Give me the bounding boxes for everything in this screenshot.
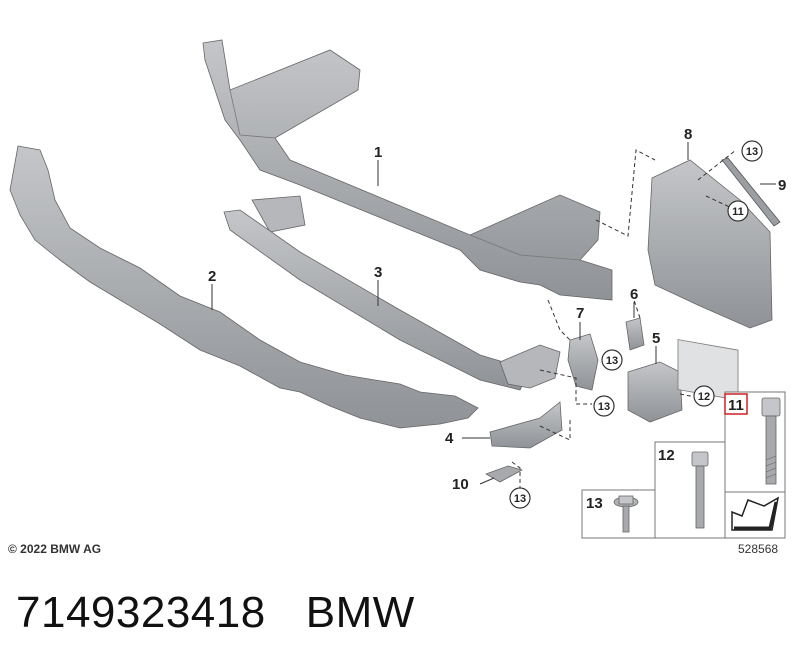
- circle-13-bottom: 13: [509, 487, 531, 509]
- part-6-clip: [625, 317, 645, 351]
- legend-11-label: 11: [728, 397, 744, 414]
- svg-text:12: 12: [698, 391, 710, 403]
- part-10-plate: [485, 465, 524, 483]
- circled-markers: 13 11 13 13 12 13: [509, 140, 763, 509]
- callout-leaders: [211, 142, 776, 485]
- part-3-bumper-bar: [223, 195, 561, 391]
- circle-13-top: 13: [741, 140, 763, 162]
- legend-11-highlight: [724, 393, 748, 415]
- callout-2: 2: [208, 268, 216, 285]
- callout-numbers: 1 2 3 4 5 6 7 8 9 10: [208, 126, 786, 493]
- parts-diagram: 1 2 3 4 5 6 7 8 9 10 13 11 13 13 12: [9, 39, 786, 539]
- callout-6: 6: [630, 286, 638, 303]
- fastener-legend: 13 12 11: [581, 391, 786, 539]
- legend-12-label: 12: [658, 447, 675, 464]
- callout-7: 7: [576, 305, 584, 322]
- image-number: 528568: [738, 542, 779, 556]
- part-7-holder: [567, 333, 599, 391]
- svg-text:13: 13: [746, 146, 758, 158]
- callout-9: 9: [778, 177, 786, 194]
- part-number: 7149323418: [16, 588, 266, 637]
- screw-13-icon: [613, 495, 639, 533]
- callout-3: 3: [374, 264, 382, 281]
- part-caption: 7149323418 BMW: [16, 588, 415, 638]
- callout-1: 1: [374, 144, 382, 161]
- circle-13-bumper: 13: [593, 395, 615, 417]
- callout-5: 5: [652, 330, 660, 347]
- part-2-deflector: [9, 145, 479, 429]
- bolt-11-icon: [761, 397, 781, 485]
- svg-text:13: 13: [514, 493, 526, 505]
- circle-13-part7: 13: [601, 349, 623, 371]
- callout-8: 8: [684, 126, 692, 143]
- svg-text:13: 13: [598, 401, 610, 413]
- circle-12-part5: 12: [693, 385, 715, 407]
- arrow-symbol-icon: [731, 496, 780, 531]
- callout-4: 4: [445, 430, 454, 447]
- part-4-bracket: [489, 401, 563, 449]
- bolt-12-icon: [691, 451, 709, 529]
- svg-text:11: 11: [732, 206, 744, 218]
- brand-name: BMW: [305, 588, 415, 637]
- copyright-text: © 2022 BMW AG: [8, 542, 102, 556]
- part-9-strip: [721, 157, 781, 227]
- callout-10: 10: [452, 476, 469, 493]
- part-5-bracket: [627, 361, 683, 423]
- svg-text:13: 13: [606, 355, 618, 367]
- legend-13-label: 13: [586, 495, 603, 512]
- part-1-carrier: [202, 39, 613, 301]
- circle-11-frame: 11: [727, 200, 749, 222]
